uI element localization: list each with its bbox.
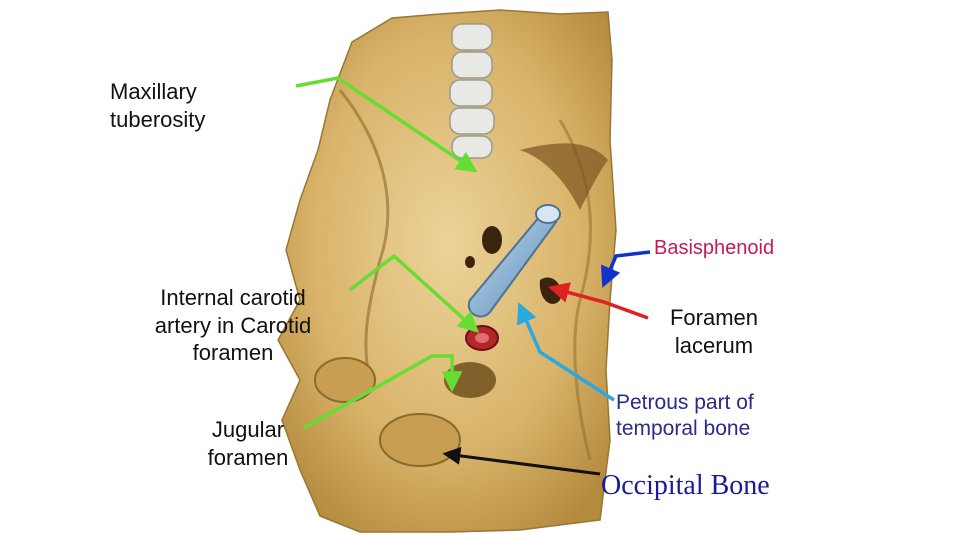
label-occipital-bone: Occipital Bone [601,470,770,501]
tooth [451,23,493,51]
label-foramen-lacerum: Foramen lacerum [652,304,776,359]
carotid-tube-end [535,204,561,224]
label-petrous-temporal: Petrous part of temporal bone [616,390,754,443]
tooth [449,79,493,107]
label-jugular-foramen: Jugular foramen [188,416,308,471]
skull-base-outline [277,9,617,533]
label-line: lacerum [674,332,754,358]
carotid-foramen-inner [475,333,489,343]
label-line: temporal bone [616,417,751,441]
lacerum-arrow [547,282,649,320]
foramen-spinosum [465,256,475,268]
label-line: Maxillary [110,79,197,104]
basisphenoid-arrow [600,250,651,288]
occipital-arrow [442,446,601,476]
carotid-arrow [348,253,480,333]
bone-shadow-upper [520,143,608,210]
label-line: foramen [207,444,289,470]
label-line: tuberosity [110,106,206,132]
tooth [451,51,493,79]
label-line: artery in Carotid [154,312,312,338]
arrows [295,76,651,476]
label-basisphenoid: Basisphenoid [654,237,775,259]
maxillary-arrow [295,76,478,173]
label-line: Petrous part of [616,391,754,414]
mastoid-process [314,357,376,403]
teeth-row [449,23,495,159]
jugular-arrow [303,354,463,430]
label-maxillary-tuberosity: Maxillary tuberosity [110,78,205,133]
tooth [449,107,495,135]
label-line: Jugular [211,417,285,442]
label-line: foramen [192,340,274,365]
tooth [451,135,493,159]
foramen-ovale [482,226,502,254]
label-line: Internal carotid [160,285,306,310]
occipital-condyle [379,413,461,467]
label-line: Foramen [669,305,759,330]
bone-ridge-left [338,89,390,381]
petrous-arrow [517,302,615,402]
label-internal-carotid: Internal carotid artery in Carotid foram… [118,284,348,367]
bone-specimen [277,9,617,533]
